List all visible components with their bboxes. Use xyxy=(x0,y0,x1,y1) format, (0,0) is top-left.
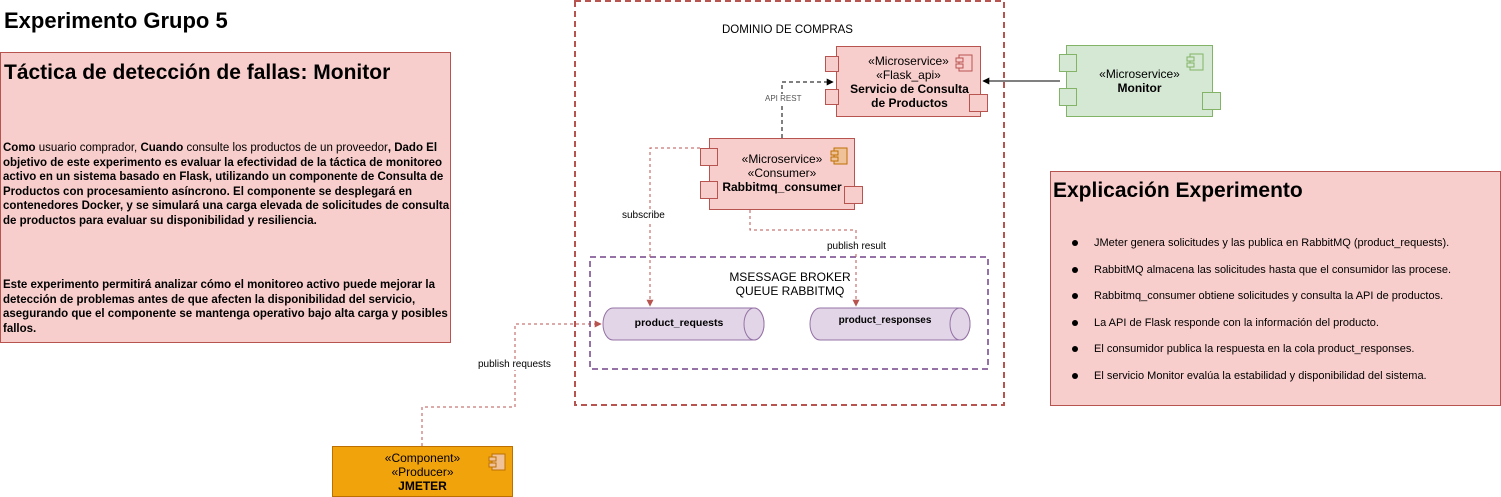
list-item: El servicio Monitor evalúa la estabilida… xyxy=(1072,369,1497,396)
domain-label: DOMINIO DE COMPRAS xyxy=(722,24,853,36)
broker-label: MSESSAGE BROKER QUEUE RABBITMQ xyxy=(690,270,890,298)
component-icon xyxy=(955,54,973,72)
edge-label-api-rest: API REST xyxy=(763,94,804,103)
monitor-stereo: «Microservice» xyxy=(1099,67,1180,81)
tactic-panel: Táctica de detección de fallas: Monitor … xyxy=(0,52,451,343)
flask-service-component[interactable]: «Microservice» «Flask_api» Servicio de C… xyxy=(825,46,988,117)
consumer-port-bottom-left xyxy=(700,181,718,199)
tactic-paragraph-2: Este experimento permitirá analizar cómo… xyxy=(3,279,448,335)
bullet-icon xyxy=(1072,293,1078,300)
keyword-como: Como xyxy=(3,142,36,154)
list-item-text: El consumidor publica la respuesta en la… xyxy=(1094,343,1415,356)
jmeter-component[interactable]: «Component» «Producer» JMETER xyxy=(332,446,513,497)
explanation-list: JMeter genera solicitudes y las publica … xyxy=(1072,236,1497,396)
monitor-name: Monitor xyxy=(1117,81,1162,95)
bullet-icon xyxy=(1072,319,1078,326)
explanation-heading: Explicación Experimento xyxy=(1053,179,1303,202)
queue-responses-label: product_responses xyxy=(838,315,932,326)
broker-line-1: MSESSAGE BROKER xyxy=(729,270,851,284)
jmeter-stereo-1: «Component» xyxy=(384,451,461,465)
list-item-text: Rabbitmq_consumer obtiene solicitudes y … xyxy=(1094,290,1444,303)
queue-requests-cylinder xyxy=(602,307,765,341)
tactic-paragraph-1: Como usuario comprador, Cuando consulte … xyxy=(3,141,450,228)
domain-boundary xyxy=(574,0,1005,406)
text-query: consulte los productos de un proveedor xyxy=(183,142,388,154)
consumer-port-top-left xyxy=(700,148,718,166)
edge-subscribe xyxy=(646,147,700,307)
list-item-text: RabbitMQ almacena las solicitudes hasta … xyxy=(1094,263,1452,276)
queue-requests-label: product_requests xyxy=(634,317,724,329)
flask-stereo-1: «Microservice» xyxy=(868,54,949,68)
queue-responses-cylinder xyxy=(809,307,971,341)
consumer-port-bottom-right xyxy=(844,186,863,204)
edge-publish-requests xyxy=(421,320,602,446)
bullet-icon xyxy=(1072,346,1078,353)
list-item-text: La API de Flask responde con la informac… xyxy=(1094,316,1379,329)
component-icon xyxy=(1186,53,1204,71)
monitor-component[interactable]: «Microservice» Monitor xyxy=(1059,45,1221,117)
page-title: Experimento Grupo 5 xyxy=(4,8,228,33)
list-item-text: JMeter genera solicitudes y las publica … xyxy=(1094,237,1450,249)
edge-publish-result xyxy=(749,210,860,307)
consumer-stereo-2: «Consumer» xyxy=(747,166,817,180)
edge-label-publish-result: publish result xyxy=(825,241,888,252)
text-user: usuario comprador xyxy=(35,142,135,154)
broker-line-2: QUEUE RABBITMQ xyxy=(735,284,845,298)
list-item: La API de Flask responde con la informac… xyxy=(1072,316,1497,343)
component-icon xyxy=(830,147,848,165)
list-item: RabbitMQ almacena las solicitudes hasta … xyxy=(1072,263,1497,290)
flask-port-top-left xyxy=(825,56,839,72)
monitor-port-bottom-right xyxy=(1202,92,1221,110)
bullet-icon xyxy=(1072,266,1078,273)
flask-service-name: Servicio de Consulta de Productos xyxy=(850,82,969,110)
edge-label-publish-requests: publish requests xyxy=(476,359,553,370)
broker-boundary xyxy=(589,256,989,370)
list-item: JMeter genera solicitudes y las publica … xyxy=(1072,236,1497,263)
bullet-icon xyxy=(1072,240,1078,246)
monitor-port-top-left xyxy=(1059,54,1077,72)
list-item-text: El servicio Monitor evalúa la estabilida… xyxy=(1094,369,1427,382)
keyword-cuando: Cuando xyxy=(140,142,184,154)
edge-api-rest xyxy=(781,78,834,138)
list-item: Rabbitmq_consumer obtiene solicitudes y … xyxy=(1072,289,1497,316)
flask-stereo-2: «Flask_api» xyxy=(876,68,941,82)
consumer-name: Rabbitmq_consumer xyxy=(722,180,842,194)
component-icon xyxy=(488,453,506,471)
jmeter-stereo-2: «Producer» xyxy=(391,465,454,479)
edge-label-subscribe: subscribe xyxy=(620,210,667,221)
jmeter-name: JMETER xyxy=(398,479,447,493)
explanation-panel: Explicación Experimento JMeter genera so… xyxy=(1050,171,1501,406)
text-objective: , Dado El objetivo de este experimento e… xyxy=(3,142,450,227)
tactic-heading: Táctica de detección de fallas: Monitor xyxy=(4,61,391,84)
monitor-port-bottom-left xyxy=(1059,88,1077,106)
list-item: El consumidor publica la respuesta en la… xyxy=(1072,342,1497,369)
consumer-component[interactable]: «Microservice» «Consumer» Rabbitmq_consu… xyxy=(700,138,863,210)
flask-port-bottom-right xyxy=(969,94,988,112)
bullet-icon xyxy=(1072,372,1078,379)
consumer-stereo-1: «Microservice» xyxy=(741,152,823,166)
separator: , xyxy=(134,142,141,154)
flask-port-bottom-left xyxy=(825,89,839,105)
